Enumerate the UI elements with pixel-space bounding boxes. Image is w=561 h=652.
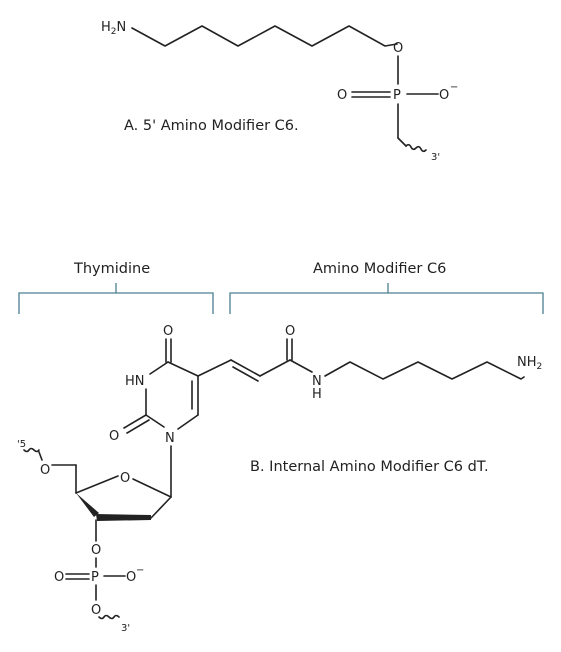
a-oxo-oxygen: O — [337, 88, 347, 103]
a-caption: A. 5' Amino Modifier C6. — [124, 118, 299, 134]
b-c4-n3-bond — [149, 361, 169, 375]
b-five-prime: '5 — [17, 439, 26, 450]
b-bold-c3-c2-bond — [96, 514, 151, 521]
a-wavy-bond — [405, 143, 427, 153]
b-wavy-5prime — [23, 447, 40, 453]
b-amide-h: H — [312, 387, 322, 402]
modifier-label: Amino Modifier C6 — [313, 261, 446, 277]
b-charge: − — [136, 565, 144, 576]
panel-b-brackets: Thymidine Amino Modifier C6 — [18, 261, 544, 314]
panel-b-structure: '5 O O O P O O − O 3' HN — [17, 324, 542, 634]
a-oxygen: O — [393, 41, 403, 56]
b-amide-oxygen: O — [285, 324, 295, 339]
b-caption: B. Internal Amino Modifier C6 dT. — [250, 459, 489, 475]
b-n1-c6-bond — [177, 414, 199, 430]
b-hexyl-chain — [324, 361, 525, 380]
panel-a-structure: H2N O P O O − 3' A. 5' Amino Modifier C6… — [101, 20, 458, 163]
thymidine-bracket — [18, 283, 214, 314]
b-ring-oxygen: O — [120, 471, 130, 486]
b-nh2-label: NH2 — [517, 355, 542, 372]
b-vinyl-double-1 — [230, 359, 261, 377]
b-c4-oring-bond — [75, 475, 119, 494]
b-c4-oxygen: O — [163, 324, 173, 339]
b-o-lower: O — [91, 603, 101, 618]
b-o3-oxygen: O — [91, 543, 101, 558]
b-oring-c1-bond — [132, 478, 172, 498]
b-c2-oxo-bond-1 — [123, 414, 147, 429]
thymidine-label: Thymidine — [73, 261, 150, 277]
b-c5-vinyl-bond — [197, 359, 232, 377]
b-amide-n: N — [312, 374, 322, 389]
b-c2-oxygen: O — [109, 429, 119, 444]
b-wedge-c4-c3-bond — [76, 493, 99, 517]
a-hexyl-chain — [131, 25, 398, 47]
a-bend-bond — [397, 137, 407, 147]
a-phosphorus: P — [393, 88, 401, 103]
b-oxy-anion: O — [126, 570, 136, 585]
b-oxo-oxygen: O — [54, 570, 64, 585]
b-vinyl-carbonyl-bond — [259, 359, 291, 377]
modifier-bracket — [229, 283, 544, 314]
b-n1-label: N — [165, 431, 175, 446]
b-hn-label: HN — [125, 374, 145, 389]
b-wavy-to-o5-bond — [38, 451, 43, 461]
b-c1-c2-bond — [150, 496, 172, 519]
b-c5-c4-bond — [167, 361, 199, 377]
b-phosphorus: P — [91, 570, 99, 585]
a-charge: − — [450, 82, 458, 93]
a-oxy-anion: O — [439, 88, 449, 103]
b-c2-n1-bond — [145, 414, 165, 428]
a-three-prime: 3' — [431, 152, 440, 163]
a-amine-label: H2N — [101, 20, 126, 37]
b-c2-oxo-bond-2 — [126, 419, 150, 434]
b-o5-oxygen: O — [40, 463, 50, 478]
b-carbonyl-n-bond — [289, 359, 313, 373]
b-vinyl-double-2 — [232, 366, 259, 382]
b-three-prime: 3' — [121, 623, 130, 634]
b-wavy-3prime — [98, 614, 120, 620]
